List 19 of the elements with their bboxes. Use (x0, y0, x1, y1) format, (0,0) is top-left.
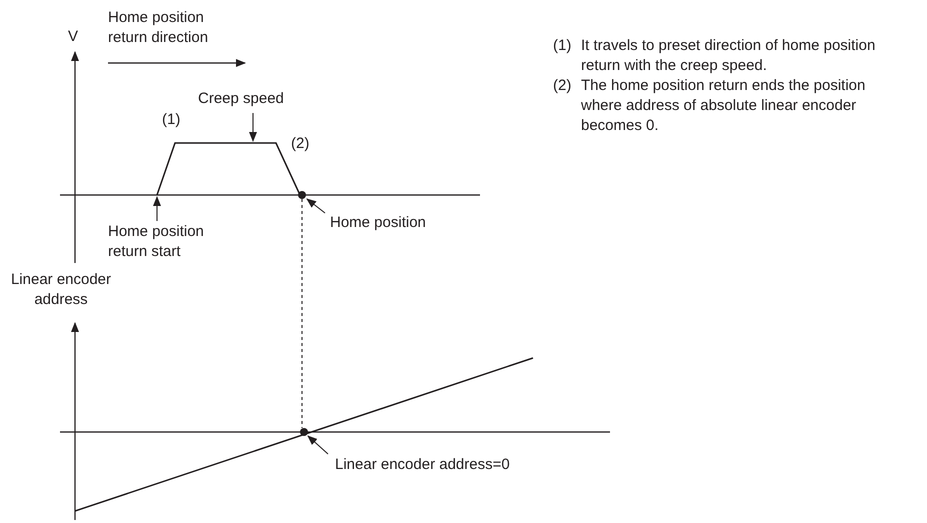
annotation-text: Linear encoder address=0 (335, 455, 510, 475)
annotation-text: Home position (330, 213, 426, 233)
annotation-text: Home position return start (108, 222, 233, 262)
step-number: (2) (291, 134, 310, 154)
step-number: (1) (162, 110, 180, 130)
note-text: The home position return ends the position where address of absolute linear encoder becomes 0. (581, 76, 866, 136)
note-number: (1) (553, 36, 572, 56)
annotation-text: Creep speed (198, 89, 284, 109)
leader-line (249, 112, 257, 142)
leader-line (307, 435, 328, 454)
leader-line (306, 198, 326, 214)
note-text: It travels to preset direction of home position return with the creep speed. (581, 36, 876, 76)
leader-line (153, 196, 161, 222)
direction-label: Home position return direction (108, 8, 210, 48)
point-marker (300, 428, 308, 436)
axis-label: V (68, 27, 78, 47)
axis-label: Linear encoder address (10, 270, 112, 310)
note-number: (2) (553, 76, 572, 96)
point-marker (298, 191, 306, 199)
